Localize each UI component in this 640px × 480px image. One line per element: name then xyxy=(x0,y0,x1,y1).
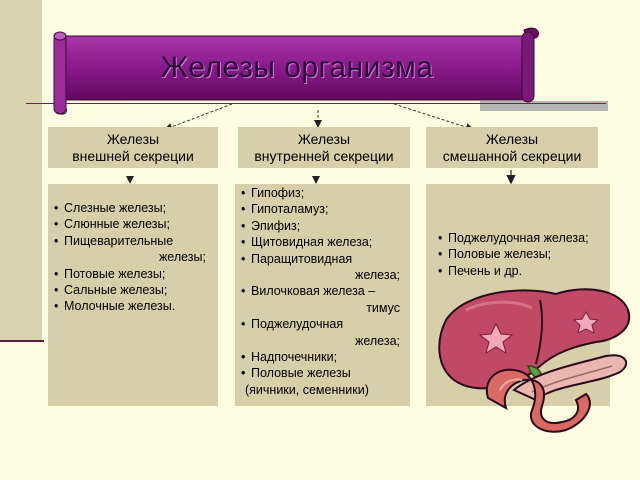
header-mixed-secretion: Железы смешанной секреции xyxy=(426,127,598,168)
list-item: Вилочковая железа –тимус xyxy=(241,283,406,316)
list-item: Молочные железы. xyxy=(54,298,212,315)
list-item: Гипоталамуз; xyxy=(241,201,406,218)
list-item: Гипофиз; xyxy=(241,185,406,202)
page-title: Железы организма xyxy=(160,51,434,84)
list-external-glands: Слезные железы; Слюнные железы; Пищевари… xyxy=(48,184,218,406)
list-internal-glands: Гипофиз; Гипоталамуз; Эпифиз; Щитовидная… xyxy=(235,184,410,406)
list-item: Половые железы xyxy=(241,365,406,382)
list-item: Надпочечники; xyxy=(241,349,406,366)
list-item: Эпифиз; xyxy=(241,218,406,235)
list-item-extra: (яичники, семенники) xyxy=(245,382,369,397)
header-internal-secretion: Железы внутренней секреции xyxy=(238,127,410,168)
header-mixed-line2: смешанной секреции xyxy=(442,147,582,164)
left-decor-line xyxy=(0,340,44,342)
list-item: Слюнные железы; xyxy=(54,216,212,233)
header-external-line1: Железы xyxy=(106,130,160,147)
list-item: Поджелудочная железа; xyxy=(438,230,606,247)
list-item: Щитовидная железа; xyxy=(241,234,406,251)
header-internal-line1: Железы xyxy=(297,130,351,147)
list-item: Печень и др. xyxy=(438,263,606,280)
liver-pancreas-illustration xyxy=(438,288,631,433)
title-banner-scroll xyxy=(53,27,539,115)
header-mixed-line1: Железы xyxy=(485,130,539,147)
list-item: Слезные железы; xyxy=(54,200,212,217)
header-external-secretion: Железы внешней секреции xyxy=(48,127,218,168)
divider-line xyxy=(26,103,606,104)
gray-shadow-bar xyxy=(480,101,608,111)
list-item: Потовые железы; xyxy=(54,266,212,283)
list-item: Половые железы; xyxy=(438,246,606,263)
left-decor-band xyxy=(0,0,42,340)
header-internal-line2: внутренней секреции xyxy=(254,147,394,164)
header-external-line2: внешней секреции xyxy=(72,147,194,164)
list-item: Сальные железы; xyxy=(54,282,212,299)
